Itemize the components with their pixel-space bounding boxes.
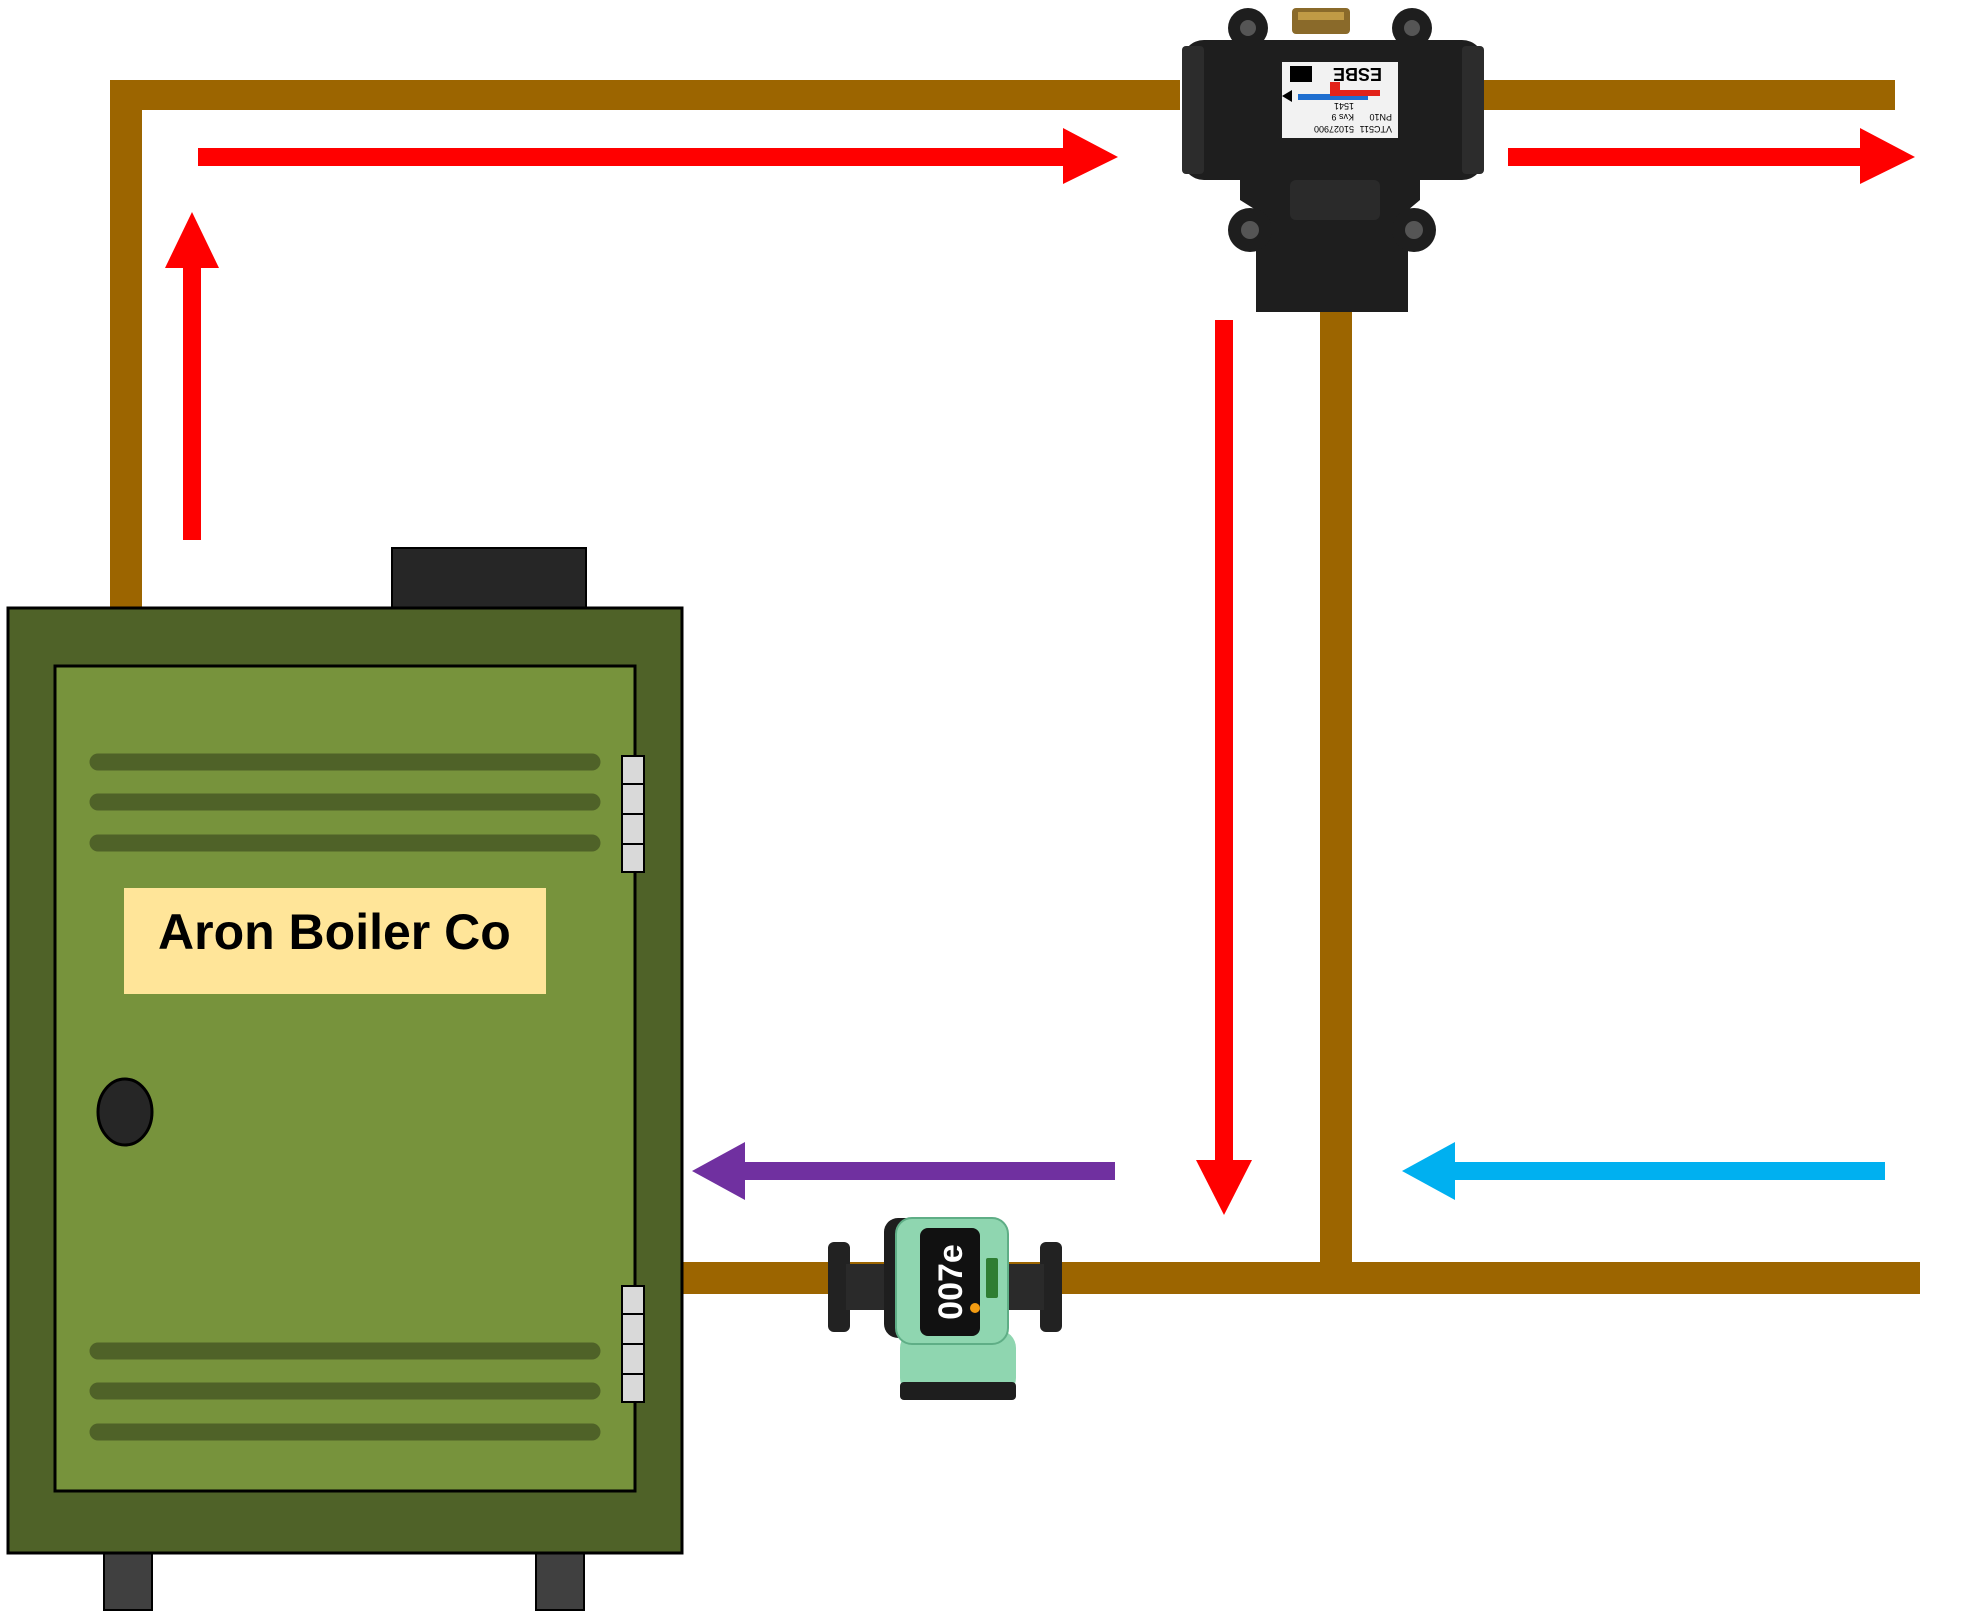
boiler-door-knob xyxy=(96,1077,154,1147)
hot-flow-out-arrow xyxy=(1508,128,1915,184)
valve-top-spindle xyxy=(1292,8,1350,34)
pump-indicator-light-icon xyxy=(970,1303,980,1313)
bypass-down-arrow xyxy=(1196,320,1252,1215)
boiler-door xyxy=(53,664,637,1493)
boiler xyxy=(6,547,684,1611)
cold-return-arrow xyxy=(1402,1142,1885,1200)
boiler-label-text: Aron Boiler Co xyxy=(158,904,511,960)
pump-brand-badge-icon xyxy=(986,1258,998,1298)
valve-pressure-text: PN10 xyxy=(1369,112,1392,122)
valve-brand-text: ESBE xyxy=(1333,64,1382,84)
door-hinge-top xyxy=(621,755,645,873)
boiler-vents-top xyxy=(89,753,601,852)
esbe-logo-icon xyxy=(1290,66,1312,82)
mixing-valve: VTC511 51027900 PN10 Kvs 9 1541 ESBE xyxy=(1182,8,1484,312)
supply-out-pipe xyxy=(1470,80,1895,110)
valve-code-text: 1541 xyxy=(1334,101,1354,111)
boiler-flue xyxy=(391,547,587,611)
valve-kvs-text: Kvs 9 xyxy=(1331,112,1354,122)
boiler-label: Aron Boiler Co xyxy=(124,888,546,994)
supply-riser-pipe xyxy=(110,80,142,610)
valve-label-plate: VTC511 51027900 PN10 Kvs 9 1541 ESBE xyxy=(1282,62,1398,138)
pump-volute xyxy=(900,1330,1016,1396)
hot-flow-right-arrow xyxy=(198,128,1118,184)
boiler-vents-bottom xyxy=(89,1342,601,1441)
pump-model-text: 007e xyxy=(932,1244,970,1320)
bypass-pipe xyxy=(1320,300,1352,1275)
boiler-leg-left xyxy=(103,1551,153,1611)
return-flow-arrow xyxy=(692,1142,1115,1200)
pump-flange-left xyxy=(828,1242,850,1332)
hot-flow-up-arrow xyxy=(165,212,219,540)
pump-flange-right xyxy=(1040,1242,1062,1332)
valve-part-number-text: 51027900 xyxy=(1314,124,1354,134)
door-hinge-bottom xyxy=(621,1285,645,1403)
boiler-leg-right xyxy=(535,1551,585,1611)
supply-top-pipe xyxy=(110,80,1180,110)
circulator-pump: 007e xyxy=(828,1217,1062,1400)
valve-direction-arrow-icon xyxy=(1282,90,1292,102)
hot-flow-arrows xyxy=(165,128,1915,1215)
valve-model-text: VTC511 xyxy=(1360,124,1392,134)
